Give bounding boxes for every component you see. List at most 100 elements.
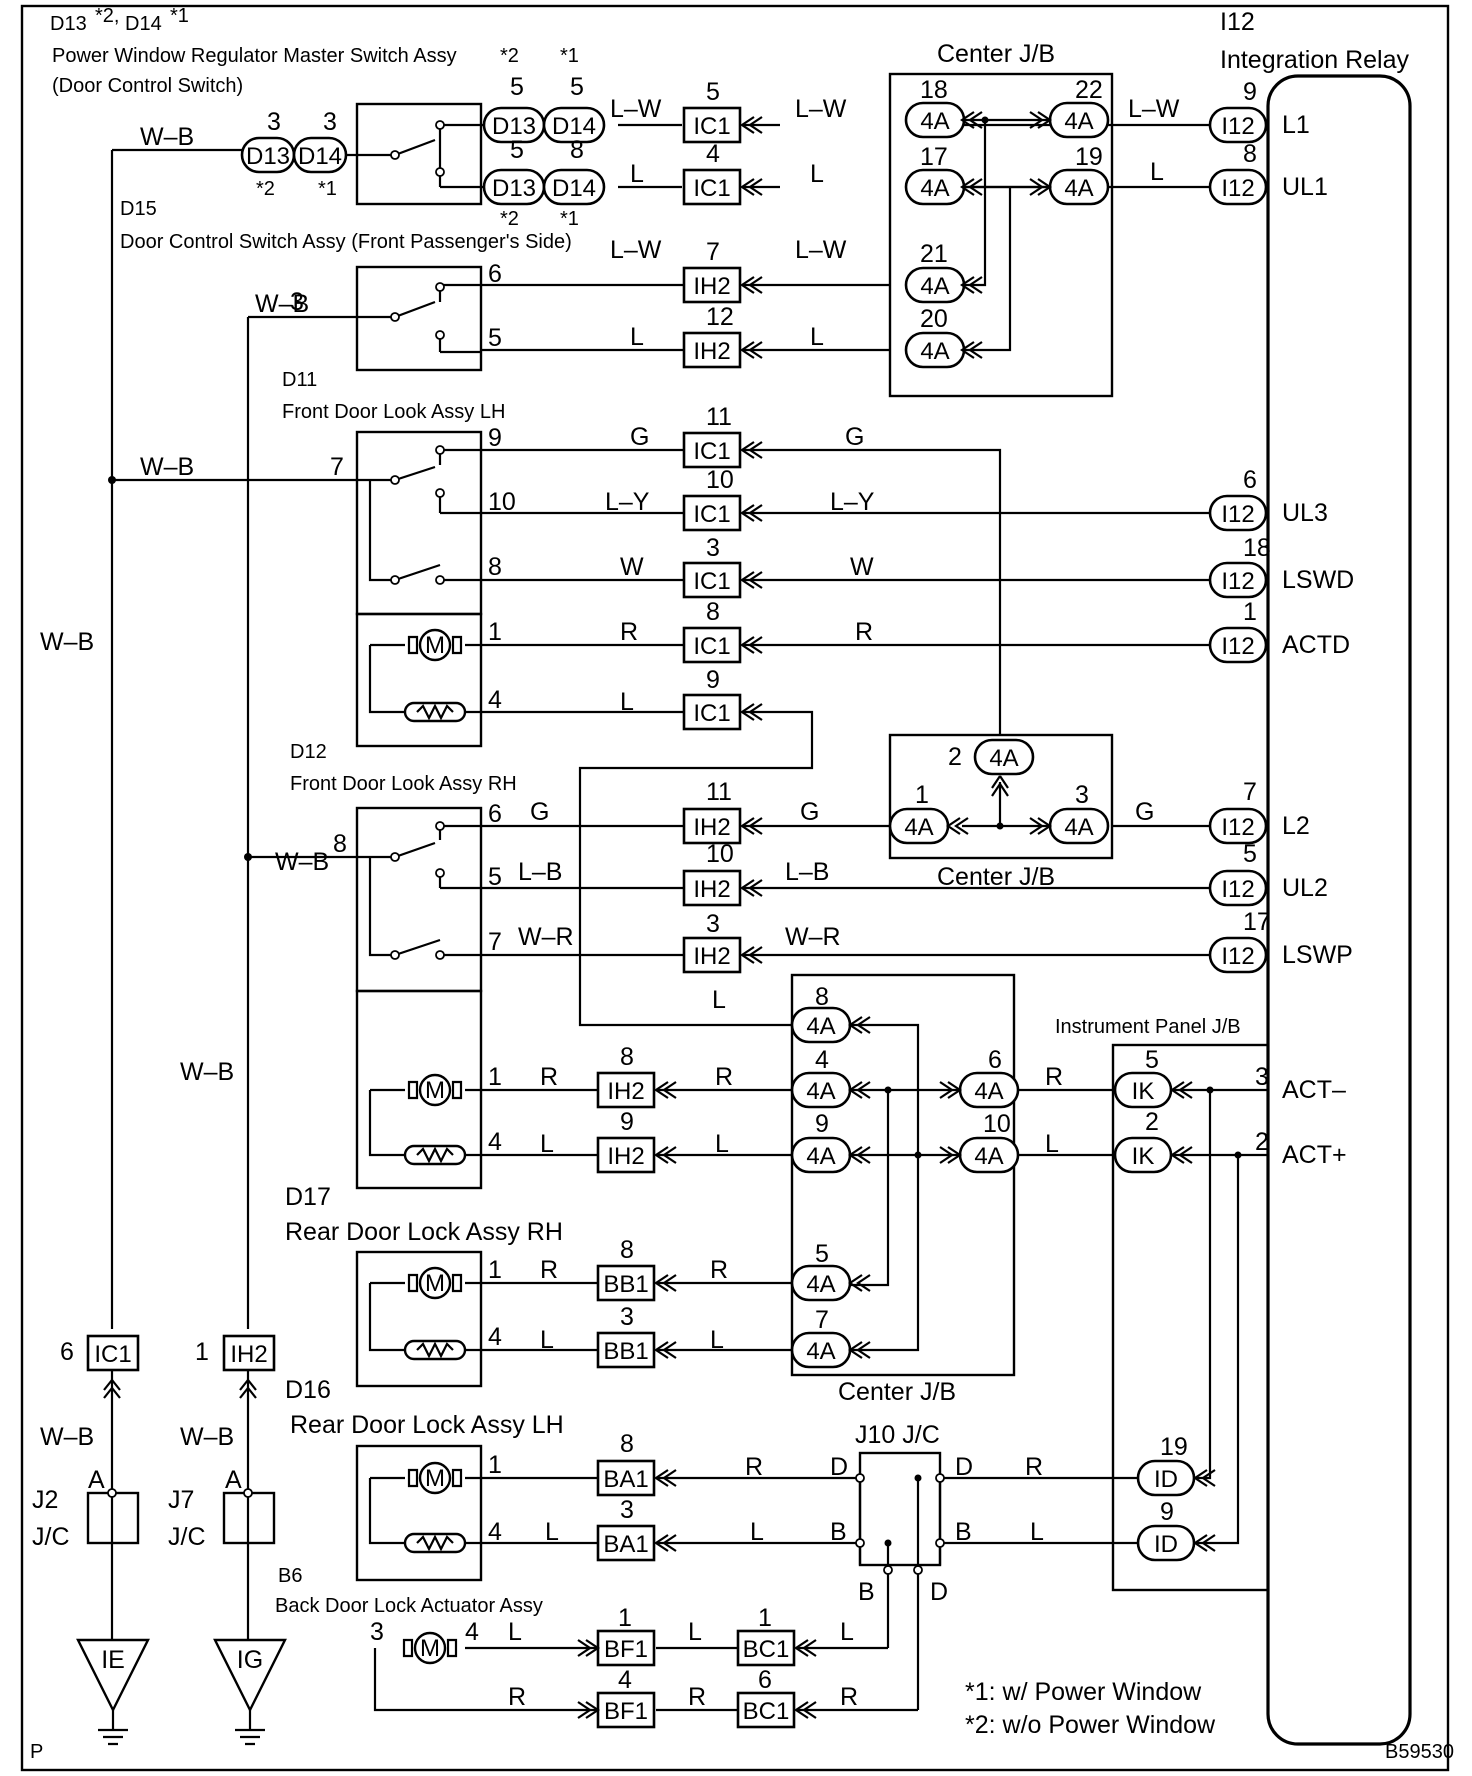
d11-switch-bottom [368,480,481,582]
pin-label-46: 4 [618,1666,632,1694]
pin-label-20: 8 [706,598,720,626]
wire-label-31: R [1045,1063,1063,1091]
wire-d11-l [481,710,814,1027]
text-d17: D17 [285,1183,331,1211]
svg-text:IH2: IH2 [693,814,730,841]
wire-label-28: R [855,618,873,646]
wire-label-44: L [710,1326,724,1354]
connector-ic1-11: IC1 [682,431,742,469]
arrow [1193,1469,1216,1487]
connector-d14-b: D14 [542,168,606,206]
svg-text:4A: 4A [806,1143,835,1170]
text-d13: D13 [50,13,87,35]
arrow [939,1146,962,1164]
pin-label-69: 6 [1243,466,1257,494]
pin-label-78: 2 [1255,1128,1269,1156]
connector-d13-a: D13 [482,106,546,144]
text-relay-UL3: UL3 [1282,499,1328,527]
wire-label-12: L–W [795,236,847,264]
pin-label-10: 5 [488,324,502,352]
svg-text:M: M [425,1465,445,1492]
pin-label-41: 8 [620,1430,634,1458]
connector-ih2-1: IH2 [222,1334,276,1372]
svg-text:4A: 4A [989,745,1018,772]
svg-text:4A: 4A [920,273,949,300]
wire-label-26: W [850,553,874,581]
text-d12: D12 [290,741,327,763]
svg-text:BF1: BF1 [604,1698,648,1725]
arrow [577,1701,600,1719]
wire-label-16: L [630,323,644,351]
pin-label-16: 8 [488,553,502,581]
pin-label-36: 4 [488,1323,502,1351]
connector-i12-4: I12 [1208,626,1268,664]
pin-label-73: 5 [1243,840,1257,868]
arrow [1029,178,1052,196]
svg-text:D14: D14 [552,175,596,202]
wire-label-19: G [845,423,864,451]
svg-text:M: M [425,1077,445,1104]
d12-switch-box [355,806,483,993]
svg-text:D14: D14 [552,113,596,140]
svg-text:4A: 4A [904,814,933,841]
arrow [848,1081,871,1099]
arrow [794,1701,817,1719]
svg-text:BF1: BF1 [604,1636,648,1663]
connector-i12-2: I12 [1208,494,1268,532]
arrow [740,636,763,654]
wire-label-45: L [545,1518,559,1546]
pin-label-47: 1 [758,1604,772,1632]
wire-label-47: L [1030,1518,1044,1546]
arrow [740,817,763,835]
j10-jc-box [858,1451,942,1567]
wire-label-39: L [620,688,634,716]
svg-text:4A: 4A [1064,108,1093,135]
d12-switch-bottom [368,857,481,957]
svg-text:BA1: BA1 [603,1466,648,1493]
pin-label-27: 7 [488,928,502,956]
center-jb-bottom-box [790,973,1016,1377]
pin-label-57: 2 [948,743,962,771]
text-fig-id: B59530 [1385,1741,1454,1763]
wire-ground-trunks [110,1370,250,1640]
svg-text:IC1: IC1 [693,438,730,465]
text-integration-relay: Integration Relay [1220,46,1410,74]
cjb-internal-b [962,185,1050,352]
svg-text:IC1: IC1 [693,113,730,140]
text-note2: *2: w/o Power Window [965,1711,1216,1739]
wire-label-35: R [1025,1453,1043,1481]
d12-actuator-wires [368,1088,481,1157]
pin-label-60: 8 [815,983,829,1011]
svg-text:BA1: BA1 [603,1531,648,1558]
pin-label-30: 3 [706,910,720,938]
wire-label-1: W–B [140,453,194,481]
pin-label-42: 3 [620,1496,634,1524]
connector-4a-cjb-2: 4A [790,1136,852,1174]
svg-text:BC1: BC1 [743,1636,790,1663]
connector-i12-1: I12 [1208,168,1268,206]
text-j7: J7 [168,1486,194,1514]
arrow [1029,817,1052,835]
svg-text:4A: 4A [806,1338,835,1365]
junction-label-5: B [955,1518,972,1546]
text-d15-name: Door Control Switch Assy (Front Passenge… [120,231,572,253]
connector-i12-7: I12 [1208,936,1268,974]
pin-label-74: 17 [1243,908,1271,936]
wire-label-52: L–B [518,858,562,886]
pin-label-76: 2 [1145,1108,1159,1136]
wire-label-23: L–Y [605,488,650,516]
text-star2-b: *2 [256,178,275,200]
arrow [654,1146,677,1164]
arrow [1170,1081,1193,1099]
svg-text:D13: D13 [246,143,290,170]
wire-b6 [373,1646,918,1712]
wire-label-0: W–B [140,123,194,151]
text-page-p: P [30,1741,43,1763]
wire-label-50: L [840,1618,854,1646]
svg-text:4A: 4A [920,108,949,135]
arrow [848,1274,871,1292]
wire-label-54: W–R [518,923,574,951]
pin-label-56: 20 [920,305,948,333]
connector-d13-left: D13 [240,136,296,174]
pin-label-4: 5 [510,136,524,164]
